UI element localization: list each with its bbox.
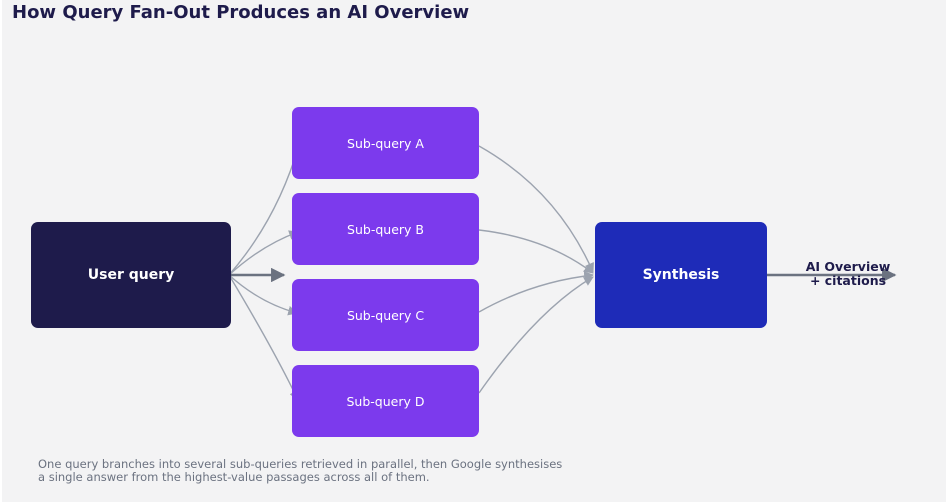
arrow-user-to-sub-d (228, 274, 299, 401)
sub-query-a-node: Sub-query A (292, 107, 479, 179)
synthesis-node: Synthesis (595, 222, 767, 328)
caption-line-1: One query branches into several sub-quer… (38, 457, 563, 471)
sub-query-c-node: Sub-query C (292, 279, 479, 351)
arrow-user-to-sub-b (228, 230, 299, 276)
output-label-line-1: AI Overview (805, 259, 891, 274)
output-label: AI Overview + citations (798, 260, 898, 288)
diagram-caption: One query branches into several sub-quer… (38, 458, 562, 484)
arrow-sub-b-to-synthesis (478, 229, 594, 274)
sub-query-b-node: Sub-query B (292, 193, 479, 265)
arrow-sub-d-to-synthesis (478, 276, 594, 394)
user-query-node: User query (31, 222, 231, 328)
caption-line-2: a single answer from the highest-value p… (38, 470, 430, 484)
arrow-user-to-sub-a (228, 144, 302, 276)
arrow-sub-c-to-synthesis (478, 271, 594, 313)
output-label-line-2: + citations (809, 273, 887, 288)
sub-query-d-node: Sub-query D (292, 365, 479, 437)
arrow-sub-a-to-synthesis (478, 145, 594, 273)
diagram-title: How Query Fan-Out Produces an AI Overvie… (12, 2, 470, 23)
arrow-user-to-sub-c (228, 274, 298, 316)
